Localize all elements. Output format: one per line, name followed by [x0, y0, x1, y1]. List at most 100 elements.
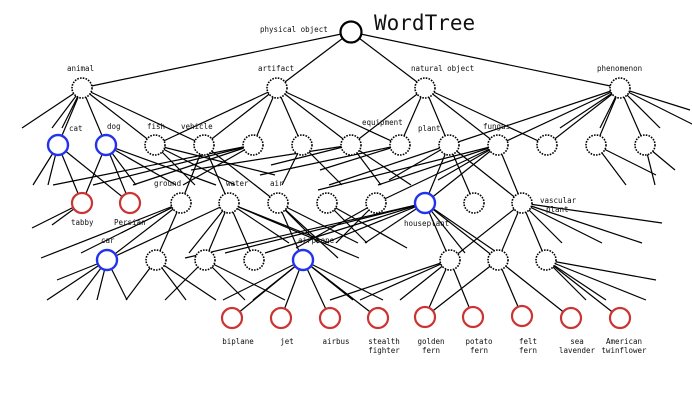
- tree-edge-stub: [350, 144, 412, 186]
- node-jet[interactable]: [269, 306, 293, 330]
- node-equip[interactable]: [389, 134, 411, 156]
- node-sea[interactable]: [559, 306, 583, 330]
- tree-edge-stub: [329, 259, 451, 301]
- tree-edge-stub: [545, 259, 657, 281]
- tree-edge-stub: [521, 202, 603, 244]
- node-m3[interactable]: [463, 192, 485, 214]
- node-air[interactable]: [267, 192, 289, 214]
- node-artifact[interactable]: [266, 77, 288, 99]
- node-label-physical-object: physical object: [260, 25, 328, 34]
- tree-edge-stub: [521, 202, 663, 224]
- tree-edge-phen-plant: [448, 87, 621, 146]
- node-a6[interactable]: [291, 134, 313, 156]
- tree-edge-stub: [388, 144, 450, 181]
- tree-edge-ground-car: [106, 202, 182, 261]
- node-v3[interactable]: [535, 249, 557, 271]
- tree-edge-root-phen: [350, 31, 621, 89]
- node-m1[interactable]: [316, 192, 338, 214]
- node-biplane[interactable]: [220, 306, 244, 330]
- node-fungus[interactable]: [487, 134, 509, 156]
- node-v1[interactable]: [439, 249, 461, 271]
- tree-edge-fungus-m2: [375, 144, 499, 204]
- node-c4[interactable]: [243, 249, 265, 271]
- tree-edge-stub: [105, 144, 177, 186]
- node-vasc[interactable]: [511, 192, 533, 214]
- node-a5[interactable]: [242, 134, 264, 156]
- tree-edge-stub: [619, 87, 692, 125]
- tree-edge-v2-golden: [424, 259, 499, 318]
- tree-edge-natural-a7: [350, 87, 426, 146]
- node-dog[interactable]: [94, 133, 118, 157]
- node-label-artifact: artifact: [258, 64, 294, 73]
- node-n5[interactable]: [634, 134, 656, 156]
- node-ground[interactable]: [170, 192, 192, 214]
- tree-edge-stub: [328, 144, 450, 186]
- tree-edge-animal-vehicle: [81, 87, 205, 146]
- node-n3[interactable]: [536, 134, 558, 156]
- node-water[interactable]: [218, 192, 240, 214]
- node-animal[interactable]: [71, 77, 93, 99]
- tree-edge-stub: [46, 259, 108, 301]
- node-airplane[interactable]: [291, 248, 315, 272]
- node-label-vehicle: vehicle: [181, 122, 213, 131]
- node-n4[interactable]: [585, 134, 607, 156]
- tree-edge-stub: [359, 259, 451, 301]
- tree-edge-artifact-vehicle: [203, 87, 278, 146]
- tree-edge-phen-n3: [546, 87, 621, 146]
- tree-edge-stub: [80, 202, 182, 254]
- node-label-animal: animal: [67, 64, 94, 73]
- node-house[interactable]: [413, 191, 437, 215]
- node-a7[interactable]: [340, 134, 362, 156]
- tree-edge-artifact-equip: [276, 87, 401, 146]
- diagram-title: WordTree: [374, 11, 475, 35]
- node-phen[interactable]: [609, 77, 631, 99]
- tree-edge-stub: [424, 202, 506, 259]
- node-natural[interactable]: [414, 77, 436, 99]
- node-label-houseplant: houseplant: [404, 219, 449, 228]
- node-fish[interactable]: [144, 134, 166, 156]
- node-twin[interactable]: [608, 306, 632, 330]
- node-potato[interactable]: [461, 305, 485, 329]
- node-c2[interactable]: [145, 249, 167, 271]
- node-airbus[interactable]: [318, 306, 342, 330]
- node-cat[interactable]: [46, 133, 70, 157]
- node-label-water: water: [226, 179, 249, 188]
- tree-edge-stub: [302, 259, 384, 301]
- node-v2[interactable]: [487, 249, 509, 271]
- tree-edge-stub: [377, 144, 499, 186]
- node-label-car: car: [101, 236, 115, 245]
- node-label-fungus: fungus: [483, 122, 510, 131]
- tree-edge-stub: [399, 259, 451, 301]
- node-golden[interactable]: [413, 305, 437, 329]
- node-root[interactable]: [339, 20, 363, 44]
- node-label-cat: cat: [69, 124, 83, 133]
- node-label-tabby: tabby: [71, 218, 94, 227]
- node-stealth[interactable]: [366, 306, 390, 330]
- labels: WordTree physical object animal artifact…: [67, 11, 642, 245]
- tree-edge-stub: [228, 202, 360, 259]
- tree-edge-fungus-house: [424, 144, 499, 204]
- node-m2[interactable]: [365, 192, 387, 214]
- node-vehicle[interactable]: [193, 134, 215, 156]
- tree-edge-stub: [224, 202, 426, 254]
- tree-edge-stub: [324, 202, 426, 244]
- tree-edge-stub: [132, 144, 254, 186]
- tree-edge-stub: [184, 202, 426, 259]
- node-c3[interactable]: [194, 249, 216, 271]
- tree-edge-stub: [437, 144, 499, 181]
- node-label-equipment: equipment: [362, 118, 403, 127]
- tree-edge-stub: [264, 202, 426, 254]
- tree-edge-stub: [295, 202, 377, 249]
- leaf-label-airbus: airbus: [322, 337, 349, 346]
- node-plant[interactable]: [438, 134, 460, 156]
- tree-edge-artifact-fish: [154, 87, 278, 146]
- node-felt[interactable]: [510, 304, 534, 328]
- node-tabby[interactable]: [70, 191, 94, 215]
- node-persian[interactable]: [118, 191, 142, 215]
- tree-edge-stub: [521, 202, 643, 244]
- node-car[interactable]: [95, 248, 119, 272]
- tree-edge-water-car: [106, 202, 230, 261]
